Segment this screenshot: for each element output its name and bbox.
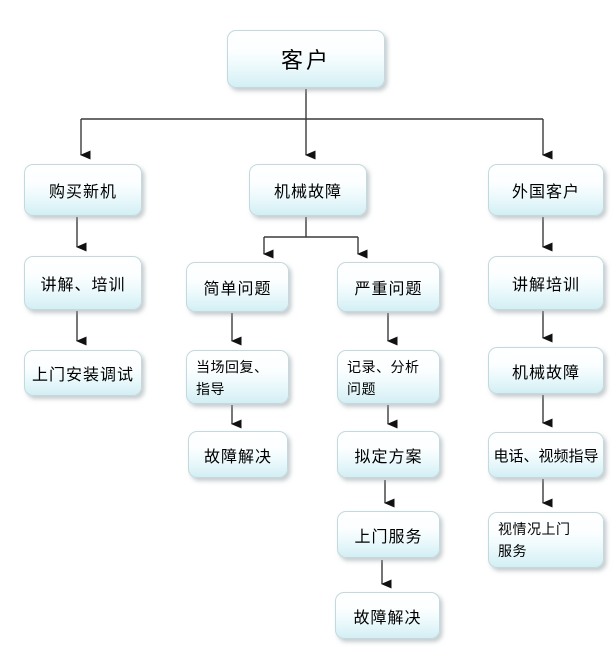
node-explain-train-foreign: 讲解培训 [488, 256, 604, 310]
node-onsite-as-needed: 视情况上门服务 [488, 512, 604, 568]
node-onsite-service: 上门服务 [337, 511, 440, 558]
node-simple-issue: 简单问题 [186, 262, 289, 312]
node-customer: 客户 [227, 30, 385, 88]
node-onsite-install: 上门安装调试 [24, 350, 142, 396]
node-buy-new: 购买新机 [24, 164, 142, 216]
node-explain-train: 讲解、培训 [24, 256, 142, 310]
node-fault-solved-serious: 故障解决 [335, 592, 440, 639]
node-record-analyze: 记录、分析问题 [337, 350, 440, 404]
node-foreign-customer: 外国客户 [488, 164, 604, 216]
node-onspot-reply: 当场回复、指导 [186, 350, 289, 404]
node-mech-fault: 机械故障 [249, 164, 367, 216]
node-serious-issue: 严重问题 [337, 262, 440, 312]
node-phone-video-guide: 电话、视频指导 [488, 432, 604, 478]
node-fault-solved-simple: 故障解决 [188, 431, 288, 478]
node-mech-fault-foreign: 机械故障 [488, 347, 604, 394]
node-draft-plan: 拟定方案 [337, 431, 440, 478]
